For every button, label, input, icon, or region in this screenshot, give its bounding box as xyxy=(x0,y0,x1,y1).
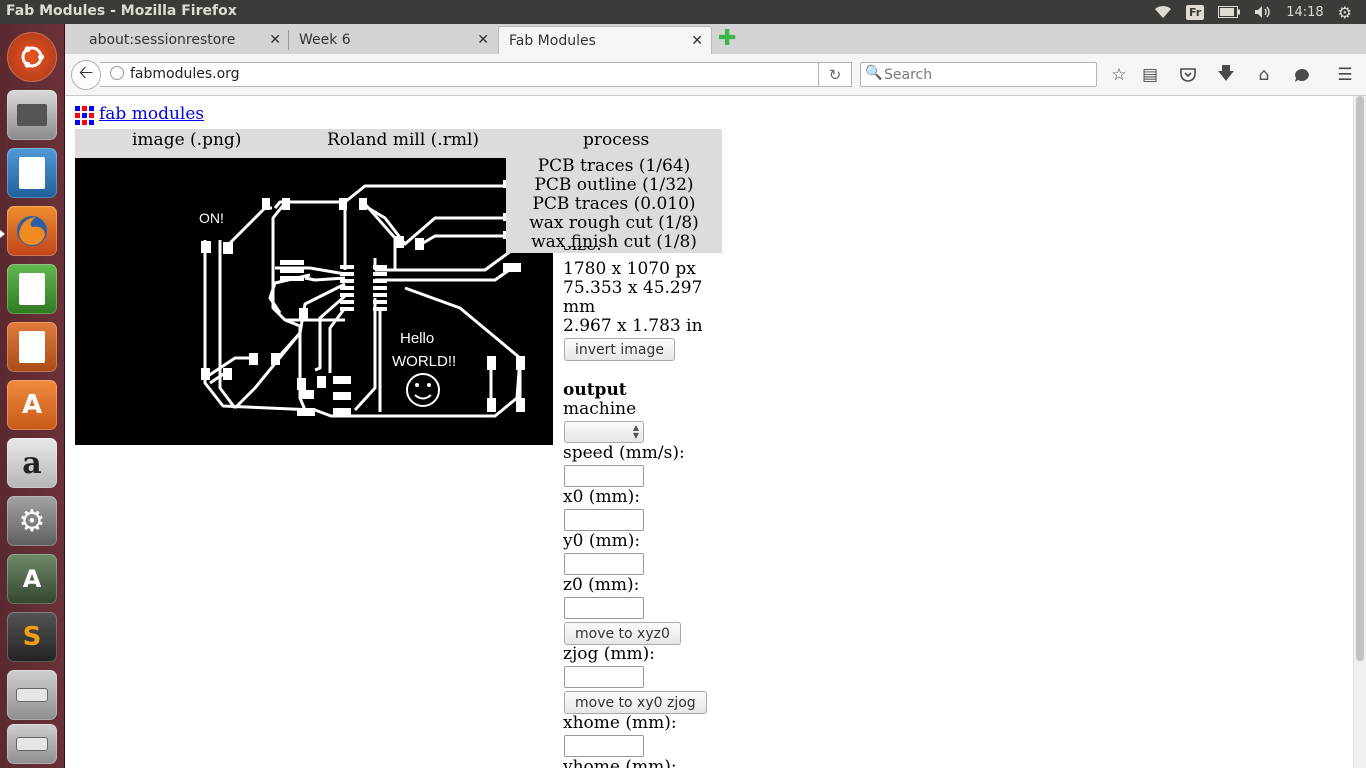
process-option[interactable]: wax finish cut (1/8) xyxy=(531,232,697,252)
yhome-label: yhome (mm): xyxy=(563,757,677,768)
wifi-icon[interactable] xyxy=(1154,5,1172,19)
firefox-icon[interactable] xyxy=(7,206,57,256)
download-icon[interactable]: 🡇 xyxy=(1217,63,1235,84)
window-title: Fab Modules - Mozilla Firefox xyxy=(6,3,237,19)
tab-session-restore[interactable]: about:sessionrestore ✕ xyxy=(89,32,281,48)
x0-label: x0 (mm): xyxy=(563,487,641,507)
output-heading: output xyxy=(563,380,627,400)
home-icon[interactable]: ⌂ xyxy=(1258,65,1270,85)
libreoffice-impress-icon[interactable] xyxy=(7,322,57,372)
tab-strip: about:sessionrestore ✕ Week 6 ✕ Fab Modu… xyxy=(65,24,1366,54)
speed-label: speed (mm/s): xyxy=(563,443,685,463)
z0-label: z0 (mm): xyxy=(563,575,640,595)
move-to-xyz0-button[interactable]: move to xyz0 xyxy=(564,622,681,645)
size-mm: 75.353 x 45.297 xyxy=(563,278,703,298)
size-inches: 2.967 x 1.783 in xyxy=(563,316,703,336)
machine-label: machine xyxy=(563,399,637,419)
ubuntu-dash-icon[interactable] xyxy=(7,32,57,82)
process-menu-header[interactable]: process xyxy=(583,130,650,150)
clock[interactable]: 14:18 xyxy=(1286,4,1324,20)
unity-launcher: A a ⚙ A S xyxy=(0,24,65,768)
module-header: image (.png) Roland mill (.rml) process xyxy=(75,129,722,158)
pcb-label-hello: Hello xyxy=(400,330,434,347)
battery-icon[interactable] xyxy=(1218,6,1241,18)
gear-icon[interactable]: ⚙ xyxy=(1337,2,1352,22)
pcb-label-world: WORLD!! xyxy=(392,353,456,370)
system-tray: Fr 14:18 ⚙ xyxy=(1154,0,1366,24)
site-info-icon[interactable] xyxy=(110,66,124,80)
top-panel: Fab Modules - Mozilla Firefox Fr 14:18 ⚙ xyxy=(0,0,1366,24)
search-input[interactable] xyxy=(884,65,1089,85)
search-bar[interactable]: 🔍 xyxy=(860,62,1097,87)
reading-list-icon[interactable]: ▤ xyxy=(1141,65,1159,85)
ubuntu-software-center-icon[interactable]: A xyxy=(7,380,57,430)
libreoffice-calc-icon[interactable] xyxy=(7,264,57,314)
close-tab-icon[interactable]: ✕ xyxy=(269,32,281,48)
software-updater-icon[interactable]: A xyxy=(7,554,57,604)
x0-input[interactable] xyxy=(564,509,644,531)
process-menu-list: PCB traces (1/64) PCB outline (1/32) PCB… xyxy=(506,156,722,253)
fab-logo-icon xyxy=(75,106,94,125)
size-mm-unit: mm xyxy=(563,297,596,317)
drive-icon[interactable] xyxy=(7,724,57,764)
files-icon[interactable] xyxy=(7,90,57,140)
size-label: size: xyxy=(563,246,602,255)
chat-icon[interactable] xyxy=(1291,64,1313,86)
back-arrow-icon: 🡠 xyxy=(78,62,94,83)
reload-button[interactable]: ↻ xyxy=(818,62,852,87)
move-to-xy0-zjog-button[interactable]: move to xy0 zjog xyxy=(564,691,707,714)
fab-modules-link[interactable]: fab modules xyxy=(99,104,205,124)
xhome-input[interactable] xyxy=(564,735,644,757)
z0-input[interactable] xyxy=(564,597,644,619)
reload-icon: ↻ xyxy=(828,65,842,84)
process-option[interactable]: wax rough cut (1/8) xyxy=(529,213,699,233)
invert-image-button[interactable]: invert image xyxy=(564,338,675,361)
process-option[interactable]: PCB outline (1/32) xyxy=(534,175,694,195)
close-tab-icon[interactable]: ✕ xyxy=(691,33,703,49)
amazon-icon[interactable]: a xyxy=(7,438,57,488)
sublime-text-icon[interactable]: S xyxy=(7,612,57,662)
page-scrollbar[interactable] xyxy=(1353,96,1366,768)
output-format-menu[interactable]: Roland mill (.rml) xyxy=(327,130,480,150)
new-tab-button[interactable]: ✚ xyxy=(718,26,737,51)
pocket-icon[interactable] xyxy=(1177,64,1199,86)
pcb-image: ON! Hello WORLD!! xyxy=(75,158,553,445)
page-content: fab modules image (.png) Roland mill (.r… xyxy=(65,96,1353,768)
running-indicator xyxy=(0,230,5,238)
scrollbar-thumb[interactable] xyxy=(1356,96,1364,661)
search-icon: 🔍 xyxy=(865,65,883,81)
speed-input[interactable] xyxy=(564,465,644,487)
libreoffice-writer-icon[interactable] xyxy=(7,148,57,198)
close-tab-icon[interactable]: ✕ xyxy=(477,32,489,48)
xhome-label: xhome (mm): xyxy=(563,713,677,733)
zjog-input[interactable] xyxy=(564,666,644,688)
keyboard-layout-badge[interactable]: Fr xyxy=(1185,4,1205,20)
drive-icon[interactable] xyxy=(7,670,57,720)
volume-icon[interactable] xyxy=(1254,5,1272,19)
process-option[interactable]: PCB traces (1/64) xyxy=(537,156,691,176)
navigation-toolbar: fabmodules.org 🡠 ↻ 🔍 ☆ ▤ 🡇 ⌂ ☰ xyxy=(65,54,1366,96)
menu-icon[interactable]: ☰ xyxy=(1337,65,1353,85)
url-bar[interactable]: fabmodules.org xyxy=(100,62,852,87)
process-option[interactable]: PCB traces (0.010) xyxy=(532,194,696,214)
zjog-label: zjog (mm): xyxy=(563,644,655,664)
bookmark-star-icon[interactable]: ☆ xyxy=(1111,65,1127,85)
pcb-label-on: ON! xyxy=(199,210,224,226)
system-settings-icon[interactable]: ⚙ xyxy=(7,496,57,546)
back-button[interactable]: 🡠 xyxy=(71,60,101,90)
tab-week-6[interactable]: Week 6 ✕ xyxy=(299,32,489,48)
size-pixels: 1780 x 1070 px xyxy=(563,259,696,279)
tab-fab-modules[interactable]: Fab Modules ✕ xyxy=(498,26,712,54)
y0-label: y0 (mm): xyxy=(563,531,641,551)
machine-select[interactable]: ▲▼ xyxy=(564,421,644,443)
url-text[interactable]: fabmodules.org xyxy=(130,66,240,82)
select-arrows-icon: ▲▼ xyxy=(632,423,639,440)
input-format-menu[interactable]: image (.png) xyxy=(132,130,242,150)
y0-input[interactable] xyxy=(564,553,644,575)
